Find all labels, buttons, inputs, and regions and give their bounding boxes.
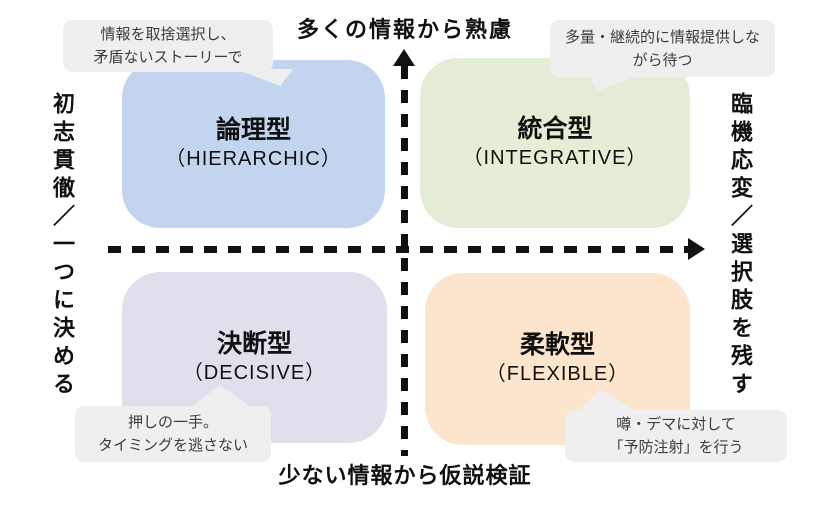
- callout-text: 押しの一手。: [127, 414, 218, 431]
- callout-top-left: 情報を取捨選択し、 矛盾ないストーリーで: [63, 20, 273, 72]
- callout-text: 「予防注射」を行う: [608, 439, 744, 456]
- arrow-right-icon: [688, 238, 705, 260]
- quadrant-subtitle: （DECISIVE）: [182, 361, 327, 384]
- callout-text: 情報を取捨選択し、: [100, 26, 236, 43]
- axis-bottom-label: 少ない情報から仮説検証: [278, 463, 532, 488]
- quadrant-name: 決断型: [216, 329, 292, 358]
- callout-top-right: 多量・継続的に情報提供しな がら待つ: [550, 20, 775, 77]
- quadrant-subtitle: （HIERARCHIC）: [165, 148, 342, 170]
- vertical-axis-line: [401, 66, 408, 456]
- arrow-up-icon: [393, 49, 415, 66]
- quadrant-bottom-right: 柔軟型 （FLEXIBLE）: [425, 273, 690, 445]
- callout-text: がら待つ: [632, 51, 693, 69]
- quadrant-name: 統合型: [517, 115, 593, 143]
- quadrant-subtitle: （INTEGRATIVE）: [462, 147, 648, 169]
- callout-text: タイミングを逃さない: [97, 437, 248, 454]
- horizontal-axis-line: [108, 246, 690, 253]
- callout-text: 多量・継続的に情報提供しな: [564, 28, 760, 46]
- quadrant-top-left: 論理型 （HIERARCHIC）: [122, 60, 385, 228]
- quadrant-name: 柔軟型: [519, 331, 595, 359]
- quadrant-name: 論理型: [215, 116, 291, 144]
- callout-text: 噂・デマに対して: [616, 416, 736, 433]
- quadrant-top-right: 統合型 （INTEGRATIVE）: [420, 58, 690, 228]
- quadrant-subtitle: （FLEXIBLE）: [485, 363, 630, 385]
- axis-right-label: 臨機応変／選択肢を残す: [728, 92, 753, 400]
- callout-bottom-right: 噂・デマに対して 「予防注射」を行う: [565, 410, 787, 462]
- axis-top-label: 多くの情報から熟慮: [296, 17, 513, 42]
- callout-bottom-left: 押しの一手。 タイミングを逃さない: [75, 406, 271, 462]
- callout-text: 矛盾ないストーリーで: [93, 49, 243, 66]
- axis-left-label: 初志貫徹／一つに決める: [50, 92, 75, 400]
